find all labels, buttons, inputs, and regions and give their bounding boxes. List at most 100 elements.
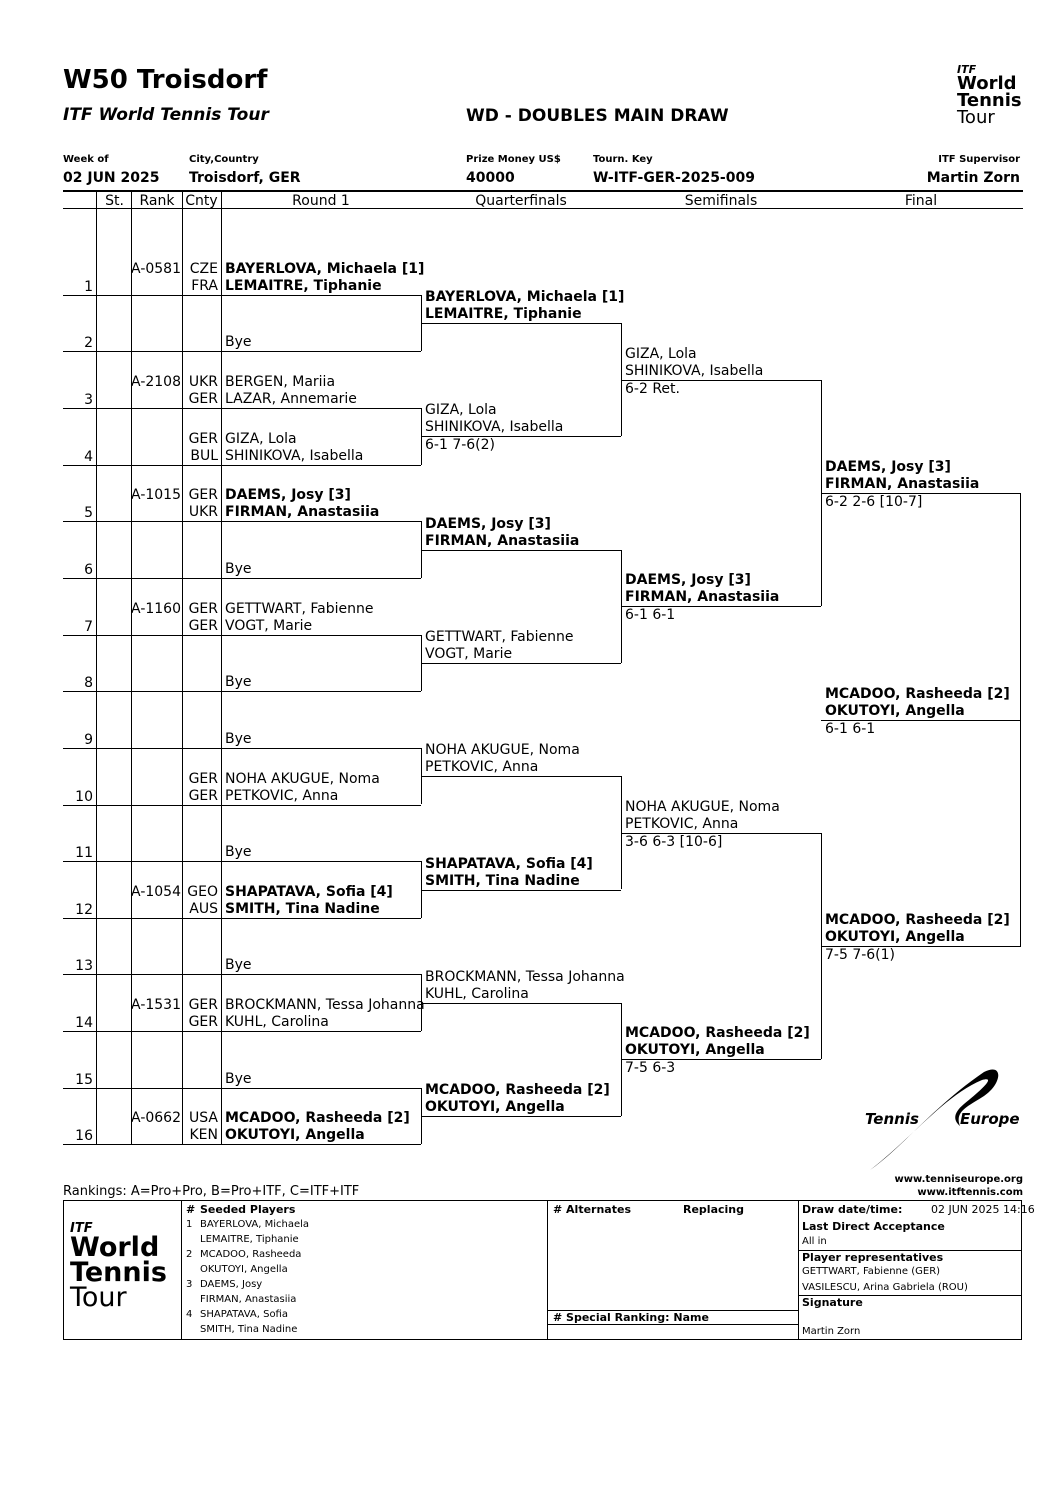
player-name: Bye — [225, 844, 252, 861]
special-ranking-rule — [547, 1310, 798, 1311]
advancing-player: DAEMS, Josy [3] — [825, 458, 951, 475]
draw-date-label: Draw date/time: — [802, 1203, 903, 1216]
bracket-rule — [821, 946, 1021, 948]
player-name: MCADOO, Rasheeda [2] — [225, 1110, 410, 1127]
line-rule — [63, 464, 421, 466]
seed-number: 4 — [186, 1309, 193, 1320]
alternates-title: # Alternates — [553, 1203, 631, 1216]
line-rule — [63, 917, 421, 919]
advancing-player: OKUTOYI, Angella — [425, 1099, 565, 1116]
line-rule — [63, 861, 421, 863]
seeded-player: SMITH, Tina Nadine — [200, 1324, 298, 1335]
country-code: UKR — [188, 373, 218, 390]
advancing-player: OKUTOYI, Angella — [825, 929, 965, 946]
draw-line-number: 12 — [75, 901, 93, 918]
bracket-connector — [1020, 492, 1021, 947]
player-name: SHINIKOVA, Isabella — [225, 447, 364, 464]
bracket-connector — [421, 634, 422, 692]
player-name: LAZAR, Annemarie — [225, 390, 357, 407]
line-rule — [63, 521, 421, 523]
player-name: Bye — [225, 957, 252, 974]
seeded-player: BAYERLOVA, Michaela — [200, 1219, 310, 1230]
entry-rank: A-1015 — [131, 487, 181, 504]
winner-player: MCADOO, Rasheeda [2] — [825, 685, 1010, 702]
country-code: KEN — [189, 1127, 219, 1144]
rep-rule — [798, 1250, 1022, 1251]
signature-label: Signature — [802, 1296, 863, 1309]
rep-2: VASILESCU, Arina Gabriela (ROU) — [802, 1282, 968, 1293]
advancing-player: SHINIKOVA, Isabella — [625, 362, 764, 379]
week-label: Week of — [63, 154, 109, 165]
rep-label: Player representatives — [802, 1251, 944, 1264]
footer-box — [63, 1200, 1022, 1340]
rep-1: GETTWART, Fabienne (GER) — [802, 1266, 941, 1277]
player-name: GIZA, Lola — [225, 430, 297, 447]
tenniseurope-website-link[interactable]: www.tenniseurope.org — [894, 1174, 1023, 1185]
line-rule — [63, 804, 421, 806]
draw-line-number: 1 — [84, 278, 93, 295]
country-code: GER — [188, 1014, 218, 1031]
supervisor-value: Martin Zorn — [926, 170, 1020, 186]
advancing-player: PETKOVIC, Anna — [625, 815, 739, 832]
col-rank: Rank — [139, 193, 175, 209]
country-code: AUS — [189, 900, 218, 917]
bracket-rule — [421, 549, 621, 551]
player-name: VOGT, Marie — [225, 617, 313, 634]
bracket-rule — [421, 1116, 621, 1118]
bracket-rule — [621, 1059, 821, 1061]
draw-line-number: 7 — [84, 618, 93, 635]
player-name: NOHA AKUGUE, Noma — [225, 770, 380, 787]
line-rule — [63, 747, 421, 749]
draw-line-number: 13 — [75, 958, 93, 975]
seeded-player: LEMAITRE, Tiphanie — [200, 1234, 299, 1245]
player-name: PETKOVIC, Anna — [225, 787, 339, 804]
line-rule — [63, 634, 421, 636]
tourn-key-label: Tourn. Key — [593, 154, 653, 165]
bracket-connector — [421, 294, 422, 352]
page-title: W50 Troisdorf — [63, 65, 268, 95]
itftennis-website-link[interactable]: www.itftennis.com — [917, 1187, 1023, 1198]
col-final: Final — [904, 193, 938, 209]
seed-number: 2 — [186, 1249, 193, 1260]
col-semifinals: Semifinals — [684, 193, 758, 209]
footer-divider-1 — [181, 1200, 182, 1340]
col-cnty: Cnty — [185, 193, 218, 209]
line-rule — [63, 351, 421, 353]
special-ranking-rule-2 — [547, 1324, 798, 1325]
rankings-note: Rankings: A=Pro+Pro, B=Pro+ITF, C=ITF+IT… — [63, 1184, 360, 1199]
match-score: 6-1 7-6(2) — [425, 437, 496, 454]
signature-value: Martin Zorn — [802, 1326, 861, 1337]
advancing-player: GIZA, Lola — [625, 345, 697, 362]
entry-rank: A-1160 — [131, 600, 181, 617]
seed-number: 1 — [186, 1219, 193, 1230]
advancing-player: BAYERLOVA, Michaela [1] — [425, 289, 625, 305]
match-score: 7-5 6-3 — [625, 1060, 676, 1077]
entry-rank: A-0662 — [131, 1110, 181, 1127]
advancing-player: PETKOVIC, Anna — [425, 759, 539, 776]
country-code: CZE — [189, 260, 218, 277]
match-score: 7-5 7-6(1) — [825, 947, 896, 964]
footer-itf-logo: ITF World Tennis Tour — [70, 1221, 167, 1313]
draw-line-number: 11 — [75, 845, 93, 862]
draw-line-number: 16 — [75, 1128, 93, 1145]
player-name: Bye — [225, 560, 252, 577]
replacing-label: Replacing — [683, 1203, 744, 1216]
advancing-player: DAEMS, Josy [3] — [425, 515, 551, 532]
entry-rank: A-1531 — [131, 997, 181, 1014]
week-value: 02 JUN 2025 — [63, 170, 160, 186]
bracket-connector — [421, 407, 422, 465]
bracket-rule — [421, 436, 621, 438]
country-code: GER — [188, 997, 218, 1014]
draw-line-number: 14 — [75, 1015, 93, 1032]
country-code: USA — [189, 1110, 218, 1127]
advancing-player: MCADOO, Rasheeda [2] — [825, 912, 1010, 929]
prize-value: 40000 — [466, 170, 515, 186]
advancing-player: SHINIKOVA, Isabella — [425, 419, 564, 436]
advancing-player: BROCKMANN, Tessa Johanna — [425, 968, 625, 985]
match-score: 6-2 Ret. — [625, 380, 680, 397]
city-label: City,Country — [189, 154, 259, 165]
draw-date-value: 02 JUN 2025 14:16 — [931, 1203, 1035, 1216]
header-rule — [63, 190, 1023, 192]
bracket-rule — [621, 606, 821, 608]
country-code: GER — [188, 430, 218, 447]
